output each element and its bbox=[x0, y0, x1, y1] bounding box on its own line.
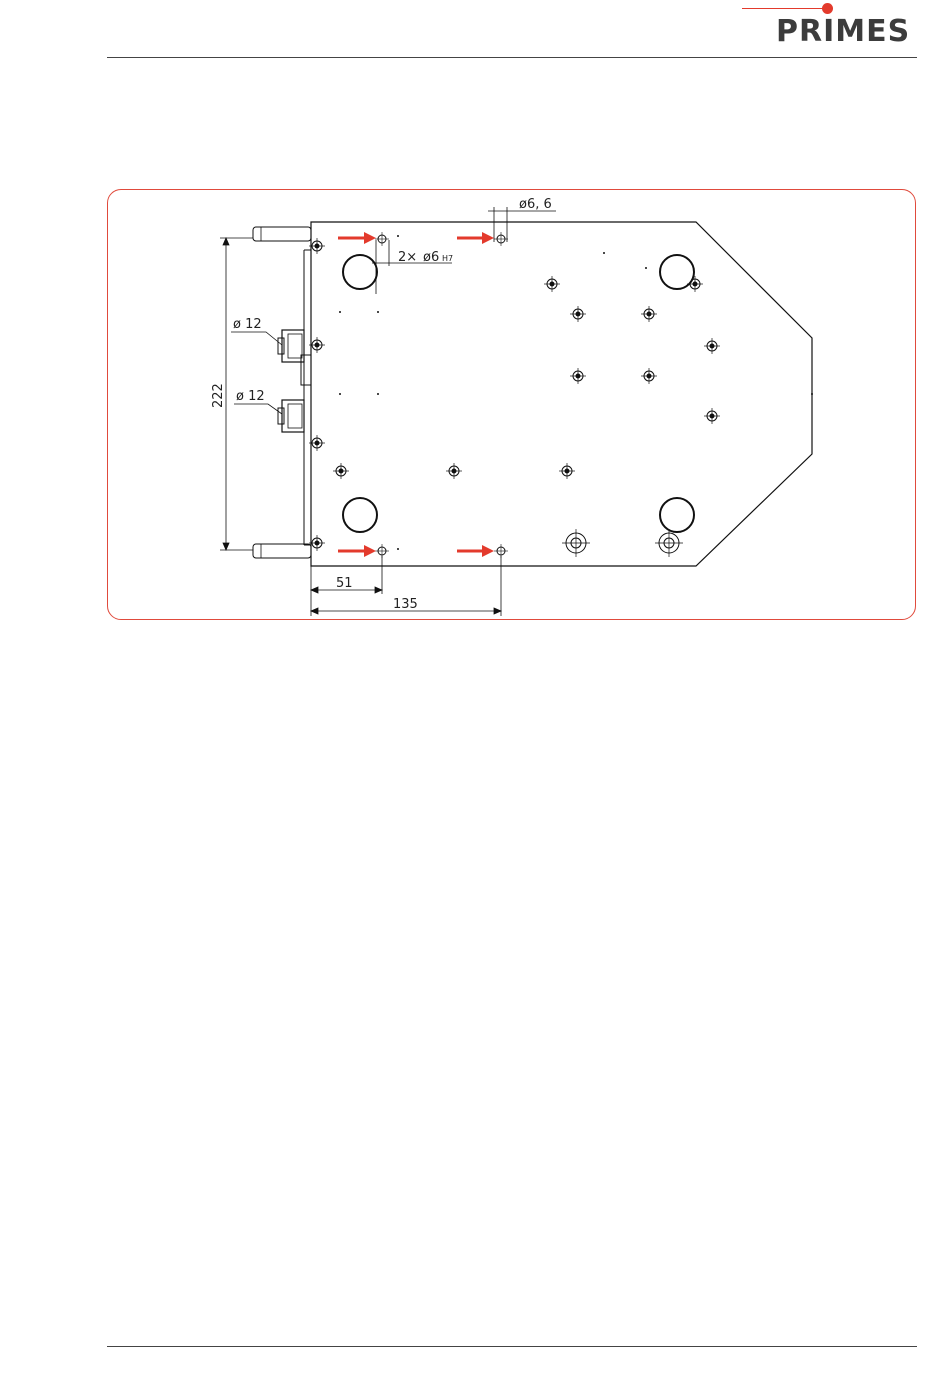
bore-bottom-right bbox=[660, 498, 694, 532]
guide-rod-bottom bbox=[253, 544, 311, 558]
dim-height: 222 bbox=[211, 383, 226, 408]
dim-pin-diameter: ø6 bbox=[423, 250, 439, 265]
bore-bottom-left bbox=[343, 498, 377, 532]
bore-top-left bbox=[343, 255, 377, 289]
guide-rod-top bbox=[253, 227, 311, 241]
dim-top-hole: ø6, 6 bbox=[519, 197, 552, 212]
fitting-lower bbox=[278, 400, 304, 432]
fitting-upper bbox=[278, 330, 304, 362]
dim-pin-count: 2× bbox=[398, 250, 417, 265]
pin-arrows bbox=[338, 232, 494, 557]
plate-outline bbox=[311, 222, 812, 566]
dim-fitting-upper: ø 12 bbox=[233, 317, 262, 332]
dim-offset-long: 135 bbox=[393, 597, 418, 612]
technical-drawing: ø6, 6 2× ø6 H7 ø 12 ø 12 222 51 135 bbox=[0, 0, 950, 640]
footer-rule bbox=[107, 1346, 917, 1347]
counterbore-left bbox=[562, 529, 590, 557]
dim-fitting-lower: ø 12 bbox=[236, 389, 265, 404]
dim-pin-tolerance: H7 bbox=[442, 254, 453, 263]
counterbore-right bbox=[655, 529, 683, 557]
dim-offset-short: 51 bbox=[336, 576, 353, 591]
